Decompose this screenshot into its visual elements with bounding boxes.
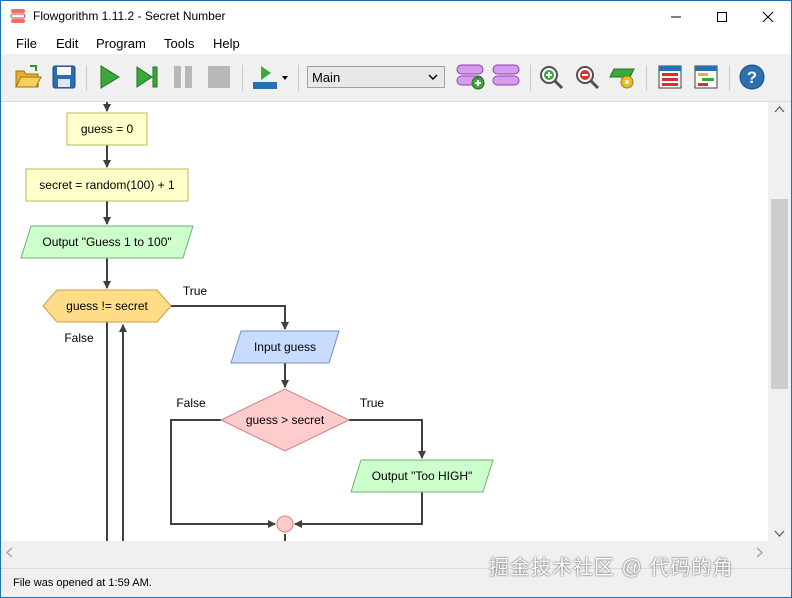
console-icon	[694, 65, 718, 89]
save-button[interactable]	[49, 62, 79, 92]
status-text: File was opened at 1:59 AM.	[13, 577, 152, 589]
shape-if1[interactable]	[219, 388, 351, 452]
maximize-icon	[717, 11, 727, 22]
zoom-in-icon	[540, 66, 564, 90]
shape-output1-text: Output "Guess 1 to 100"	[42, 235, 171, 249]
step-icon	[136, 66, 158, 88]
connector-if-true	[349, 419, 426, 459]
svg-text:?: ?	[747, 68, 757, 87]
loop-false-label: False	[64, 331, 94, 345]
layout-icon	[609, 68, 635, 89]
window-title: Flowgorithm 1.11.2 - Secret Number	[33, 9, 226, 23]
vertical-scrollbar[interactable]	[768, 102, 791, 541]
function-selector-value: Main	[312, 70, 341, 85]
shape-output1[interactable]	[20, 225, 194, 259]
remove-function-icon	[492, 64, 520, 86]
speed-button[interactable]	[251, 62, 291, 92]
shape-assign2-text: secret = random(100) + 1	[39, 178, 175, 192]
speed-icon	[253, 66, 288, 89]
console-button[interactable]	[691, 62, 721, 92]
pause-button[interactable]	[168, 62, 198, 92]
pause-icon	[174, 66, 192, 88]
zoom-in-button[interactable]	[536, 62, 566, 92]
flowchart: guess = 0 secret = random(100) + 1 Output …	[20, 102, 494, 541]
if-true-label: True	[360, 396, 385, 410]
scroll-down-icon	[774, 530, 785, 537]
remove-function-button[interactable]	[490, 62, 524, 92]
shape-output2[interactable]	[350, 459, 494, 493]
shape-input1[interactable]	[230, 330, 340, 364]
maximize-button[interactable]	[699, 1, 745, 32]
stop-icon	[208, 66, 230, 88]
save-icon	[52, 65, 76, 89]
toolbar: Main	[1, 54, 791, 102]
menu-bar: File Edit Program Tools Help	[1, 32, 791, 54]
shape-assign2[interactable]	[25, 168, 189, 202]
close-icon	[762, 11, 774, 22]
horizontal-scrollbar[interactable]	[1, 541, 768, 564]
chevron-down-icon	[428, 74, 438, 81]
minimize-icon	[671, 16, 681, 17]
shape-assign1[interactable]	[66, 112, 148, 146]
shape-output2-text: Output "Too HIGH"	[372, 469, 473, 483]
connector-loop-true	[171, 305, 289, 330]
watermark: 掘金技术社区 @ 代码的角	[489, 557, 734, 579]
stop-button[interactable]	[204, 62, 234, 92]
flowchart-canvas[interactable]: guess = 0 secret = random(100) + 1 Output …	[1, 102, 768, 541]
run-icon	[100, 65, 120, 89]
add-function-button[interactable]	[454, 62, 488, 92]
scroll-up-icon	[774, 106, 785, 113]
vertical-scroll-thumb[interactable]	[771, 199, 788, 389]
scroll-corner	[768, 541, 791, 564]
variable-watch-button[interactable]	[655, 62, 685, 92]
shape-input1-text: Input guess	[254, 340, 316, 354]
shape-loop-text: guess != secret	[66, 299, 148, 313]
minimize-button[interactable]	[653, 1, 699, 32]
add-function-icon	[456, 64, 485, 90]
menu-program[interactable]: Program	[96, 36, 146, 51]
shape-assign1-text: guess = 0	[81, 122, 134, 136]
loop-true-label: True	[183, 284, 208, 298]
menu-tools[interactable]: Tools	[164, 36, 195, 51]
zoom-out-icon	[576, 66, 600, 90]
variable-watch-icon	[658, 65, 682, 89]
connector-if-false	[170, 419, 276, 528]
help-icon: ?	[739, 64, 765, 90]
shape-if1-text: guess > secret	[246, 413, 325, 427]
close-button[interactable]	[745, 1, 791, 32]
flowgorithm-logo-icon	[10, 8, 26, 24]
menu-file[interactable]: File	[16, 36, 37, 51]
layout-button[interactable]	[608, 62, 638, 92]
if-false-label: False	[176, 396, 206, 410]
menu-help[interactable]: Help	[213, 36, 240, 51]
function-selector[interactable]: Main	[307, 66, 445, 88]
run-button[interactable]	[94, 62, 124, 92]
status-bar: File was opened at 1:59 AM.	[1, 568, 791, 597]
help-button[interactable]: ?	[737, 62, 767, 92]
connector-if-true-merge	[294, 492, 423, 528]
scroll-left-icon	[6, 547, 13, 558]
menu-edit[interactable]: Edit	[56, 36, 79, 51]
zoom-out-button[interactable]	[572, 62, 602, 92]
merge-point	[276, 515, 294, 533]
step-button[interactable]	[132, 62, 162, 92]
open-icon	[15, 65, 42, 88]
shape-loop[interactable]	[42, 289, 172, 323]
open-button[interactable]	[13, 62, 43, 92]
title-bar[interactable]: Flowgorithm 1.11.2 - Secret Number	[1, 1, 791, 32]
scroll-right-icon	[756, 547, 763, 558]
